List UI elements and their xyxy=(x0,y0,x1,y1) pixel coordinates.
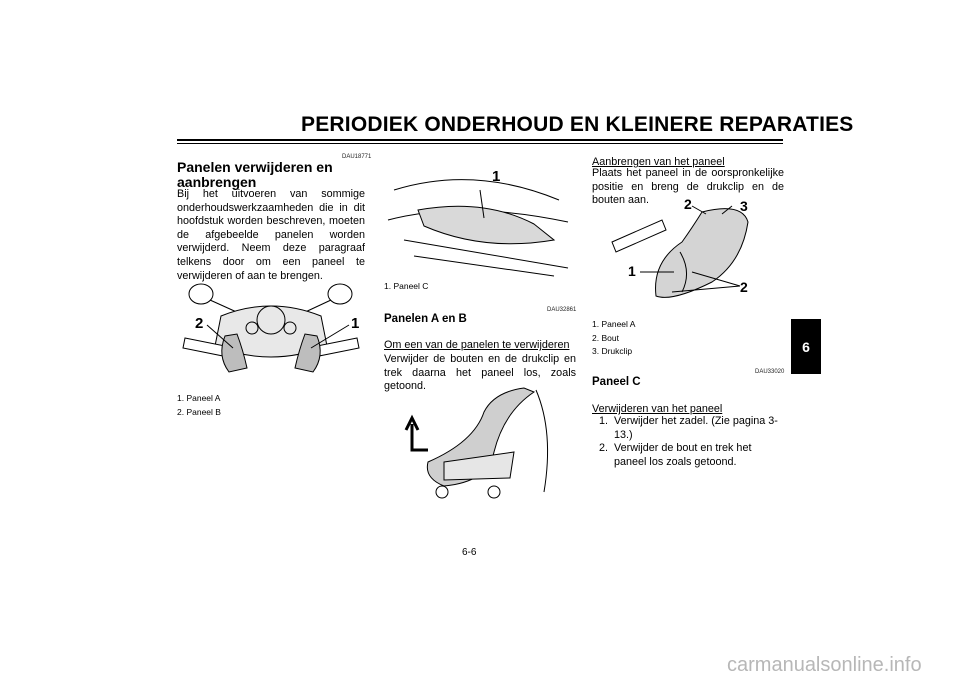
caption-item: 3. Drukclip xyxy=(592,346,633,356)
section-code: DAU18771 xyxy=(342,154,372,160)
section-body: Plaats het paneel in de oorspronkelijke … xyxy=(592,167,784,207)
header-rule xyxy=(177,139,783,141)
fig-label-2: 2 xyxy=(684,196,692,212)
fig-label-1: 1 xyxy=(351,315,359,332)
list-item: 1.Verwijder het zadel. (Zie pagina 3-13.… xyxy=(599,415,778,441)
figure-panel-a-install: 2 3 1 2 xyxy=(611,196,749,298)
section-code: DAU33020 xyxy=(755,369,785,375)
section-heading: Panelen verwijderen en aanbrengen xyxy=(177,159,333,190)
page-number: 6-6 xyxy=(462,547,477,558)
fig-label-3: 3 xyxy=(740,198,748,214)
fig-label-1: 1 xyxy=(492,168,500,185)
caption-item: 1. Paneel A xyxy=(592,319,636,329)
section-code: DAU32861 xyxy=(547,307,577,313)
figure-caption: 1. Paneel A 2. Bout 3. Drukclip xyxy=(592,318,635,359)
chapter-tab: 6 xyxy=(791,319,821,374)
figure-panel-c: 1 xyxy=(387,168,569,277)
list-item: 2.Verwijder de bout en trek het paneel l… xyxy=(599,442,752,468)
figure-caption: 1. Paneel C xyxy=(384,281,429,291)
caption-item: 1. Paneel A xyxy=(177,393,221,403)
section-heading: Paneel C xyxy=(592,376,641,388)
subheading: Verwijderen van het paneel xyxy=(592,403,723,415)
section-body: Verwijder de bouten en de drukclip en tr… xyxy=(384,353,576,393)
figure-panels-ab: 2 1 xyxy=(182,283,360,373)
figure-panel-removal xyxy=(404,387,549,499)
page-header-title: PERIODIEK ONDERHOUD EN KLEINERE REPARATI… xyxy=(301,113,854,136)
section-heading: Panelen A en B xyxy=(384,313,467,325)
fig-label-2: 2 xyxy=(195,315,203,332)
subheading: Aanbrengen van het paneel xyxy=(592,156,725,168)
caption-item: 2. Paneel B xyxy=(177,406,221,417)
header-rule-thin xyxy=(177,143,783,144)
steps-list: 1.Verwijder het zadel. (Zie pagina 3-13.… xyxy=(592,415,786,469)
section-body: Bij het uitvoeren van sommige onderhouds… xyxy=(177,188,365,282)
fig-label-2b: 2 xyxy=(740,279,748,295)
caption-item: 2. Bout xyxy=(592,332,619,343)
fig-label-1: 1 xyxy=(628,263,636,279)
subheading: Om een van de panelen te verwijderen xyxy=(384,339,570,351)
figure-caption: 1. Paneel A 2. Paneel B xyxy=(177,392,221,419)
footer-watermark[interactable]: carmanualsonline.info xyxy=(727,654,922,676)
